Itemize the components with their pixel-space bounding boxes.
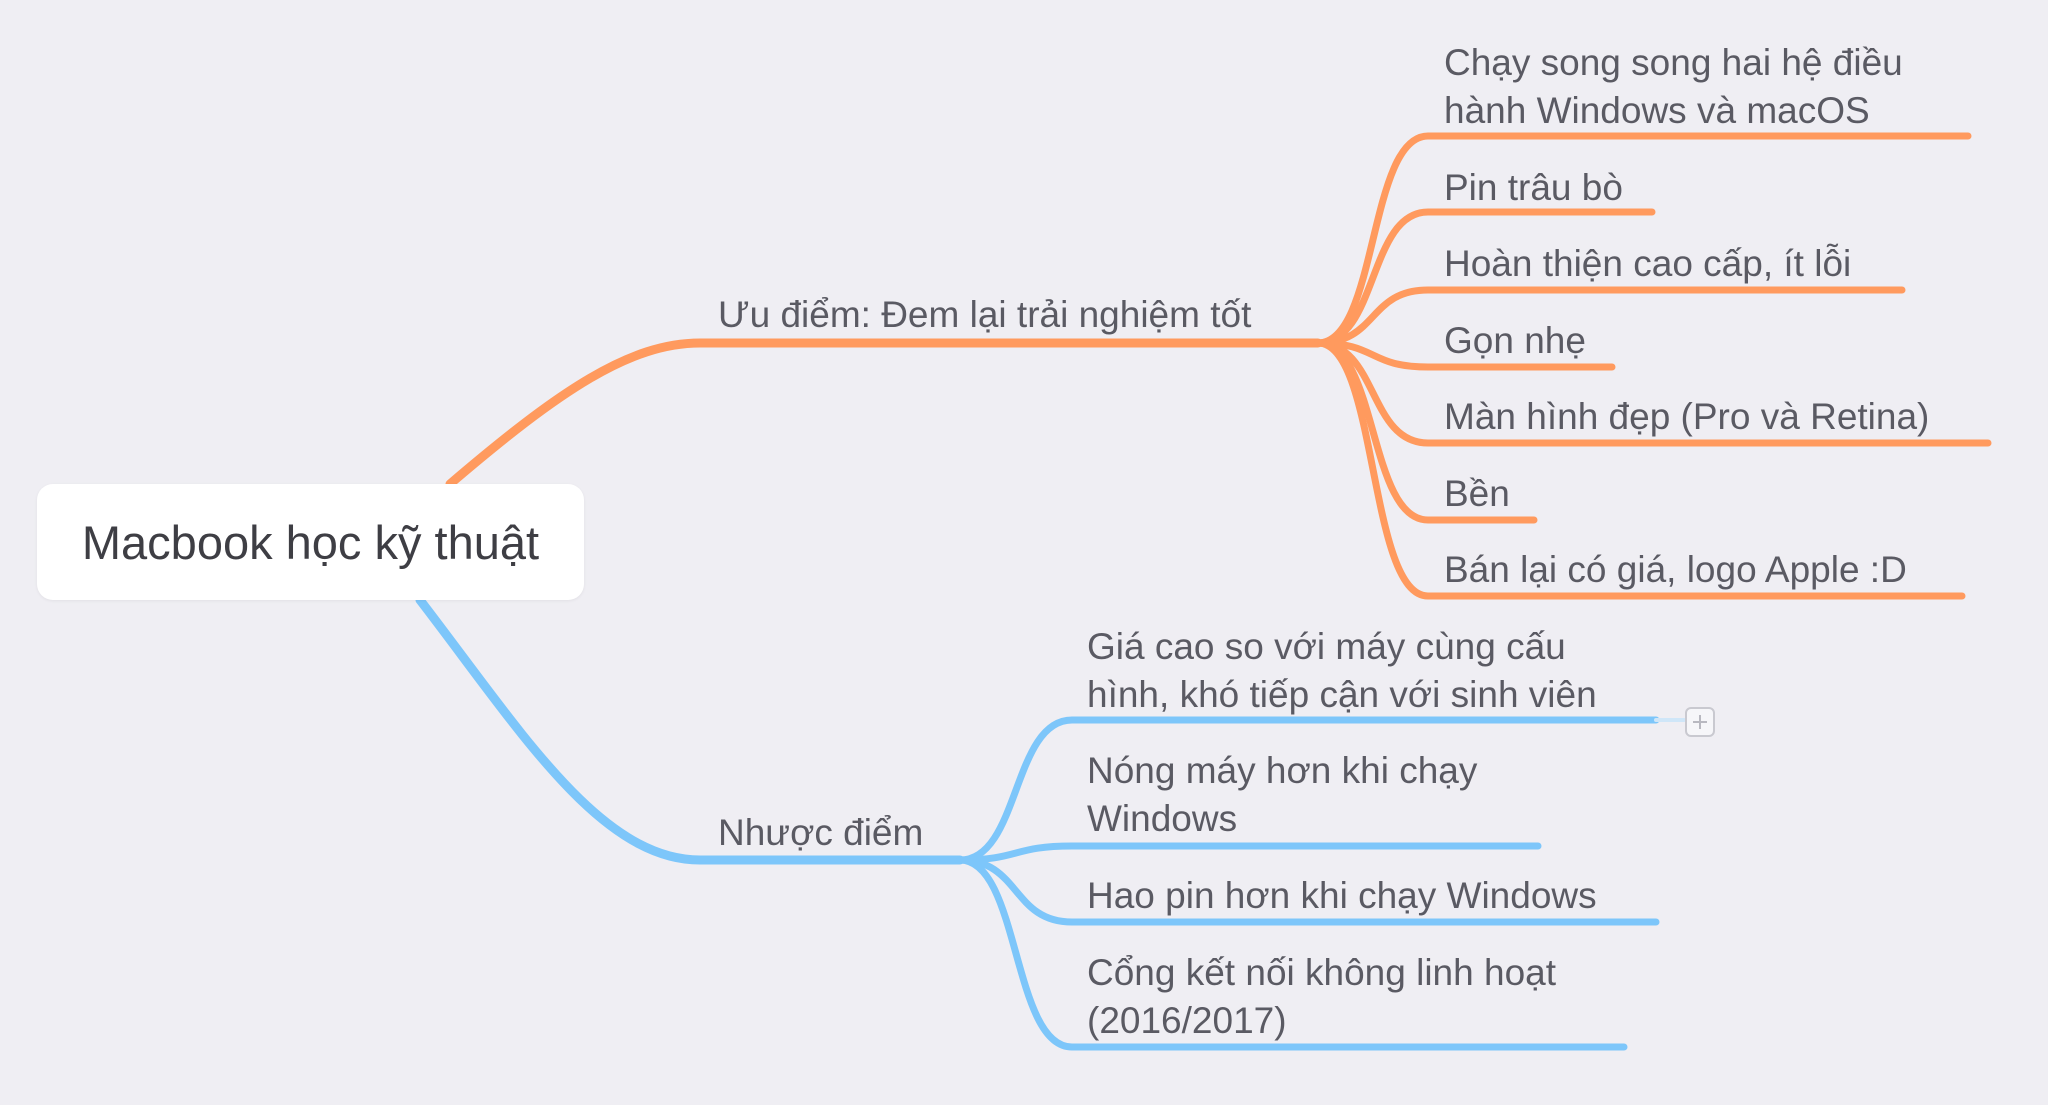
cons-item-battery-drain-text: Hao pin hơn khi chạy Windows bbox=[1087, 875, 1597, 916]
branch-cons-connector bbox=[415, 595, 965, 865]
pros-item-lightweight-text: Gọn nhẹ bbox=[1444, 320, 1586, 361]
cons-item-price-line-2: hình, khó tiếp cận với sinh viên bbox=[1087, 674, 1597, 715]
pros-item-build-quality-text: Hoàn thiện cao cấp, ít lỗi bbox=[1444, 243, 1852, 284]
pros-item-battery[interactable]: Pin trâu bò bbox=[1444, 164, 1623, 212]
cons-item-battery-drain[interactable]: Hao pin hơn khi chạy Windows bbox=[1087, 872, 1597, 920]
cons-item-price[interactable]: Giá cao so với máy cùng cấu hình, khó ti… bbox=[1087, 623, 1597, 719]
pros-item-build-quality[interactable]: Hoàn thiện cao cấp, ít lỗi bbox=[1444, 240, 1851, 288]
cons-connector-3 bbox=[956, 856, 1660, 926]
cons-connector-1 bbox=[956, 716, 1660, 864]
pros-item-dual-os-line-1: Chạy song song hai hệ điều bbox=[1444, 42, 1903, 83]
branch-pros[interactable]: Ưu điểm: Đem lại trải nghiệm tốt bbox=[718, 294, 1252, 335]
pros-item-display-text: Màn hình đẹp (Pro và Retina) bbox=[1444, 396, 1930, 437]
cons-item-ports[interactable]: Cổng kết nối không linh hoạt (2016/2017) bbox=[1087, 949, 1556, 1045]
pros-item-battery-text: Pin trâu bò bbox=[1444, 167, 1623, 208]
pros-connector-3 bbox=[1314, 286, 1906, 347]
root-topic[interactable]: Macbook học kỹ thuật bbox=[37, 484, 584, 600]
cons-item-heat-line-2: Windows bbox=[1087, 798, 1238, 839]
pros-connector-2 bbox=[1314, 208, 1656, 347]
pros-item-durable-text: Bền bbox=[1444, 473, 1510, 514]
pros-item-durable[interactable]: Bền bbox=[1444, 470, 1510, 518]
branch-cons[interactable]: Nhược điểm bbox=[718, 812, 924, 853]
branch-pros-connector bbox=[445, 338, 1323, 489]
cons-connector-2 bbox=[956, 842, 1542, 864]
cons-item-ports-line-1: Cổng kết nối không linh hoạt bbox=[1087, 952, 1557, 993]
cons-item-price-line-1: Giá cao so với máy cùng cấu bbox=[1087, 626, 1566, 667]
pros-item-dual-os[interactable]: Chạy song song hai hệ điều hành Windows … bbox=[1444, 39, 1903, 135]
cons-item-heat-line-1: Nóng máy hơn khi chạy bbox=[1087, 750, 1478, 791]
pros-item-resale[interactable]: Bán lại có giá, logo Apple :D bbox=[1444, 546, 1907, 594]
pros-item-dual-os-line-2: hành Windows và macOS bbox=[1444, 90, 1870, 131]
pros-item-display[interactable]: Màn hình đẹp (Pro và Retina) bbox=[1444, 393, 1929, 441]
pros-item-resale-text: Bán lại có giá, logo Apple :D bbox=[1444, 549, 1907, 590]
pros-item-lightweight[interactable]: Gọn nhẹ bbox=[1444, 317, 1586, 365]
pros-connector-7 bbox=[1314, 339, 1966, 600]
cons-connector-4 bbox=[956, 856, 1628, 1051]
cons-item-heat[interactable]: Nóng máy hơn khi chạy Windows bbox=[1087, 747, 1477, 843]
cons-item-ports-line-2: (2016/2017) bbox=[1087, 1000, 1287, 1041]
plus-square-icon[interactable] bbox=[1685, 707, 1715, 737]
